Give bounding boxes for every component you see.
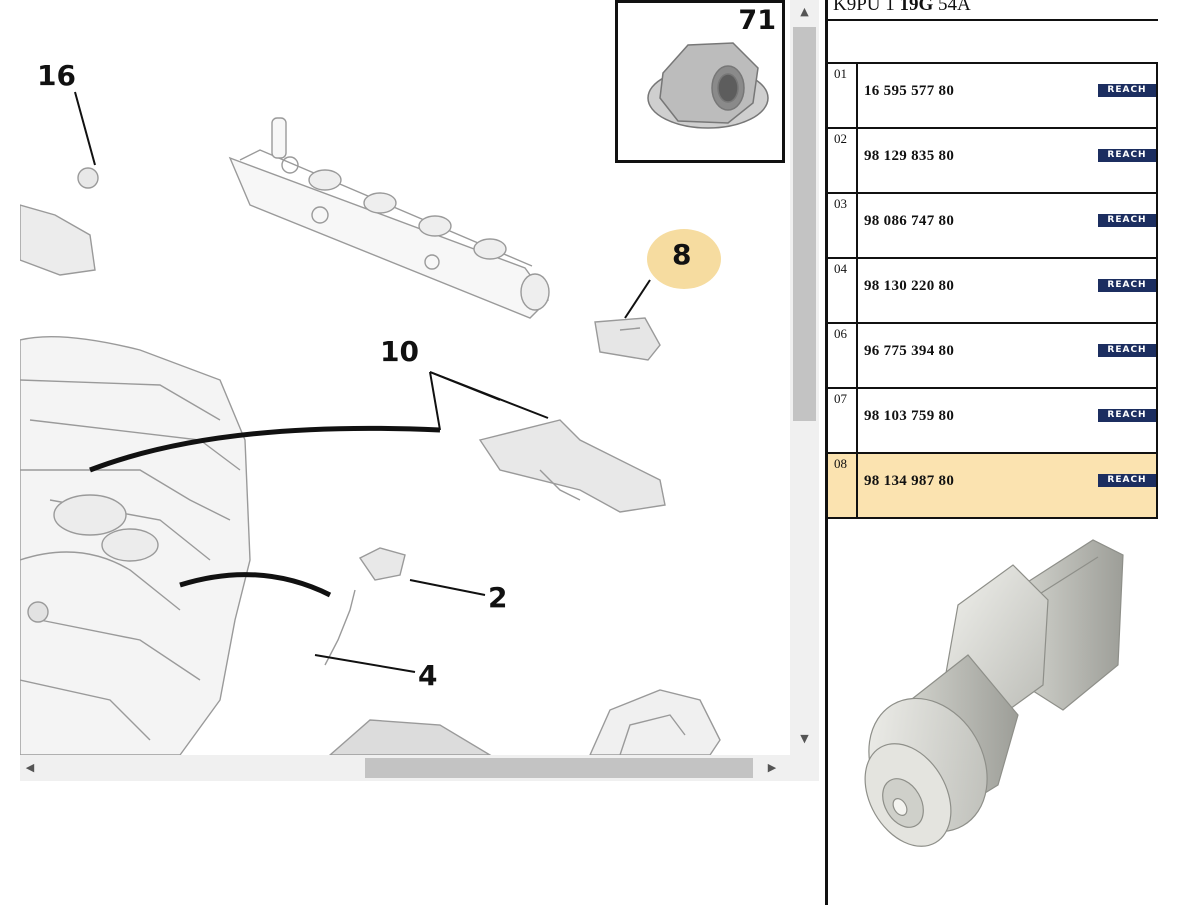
part-number[interactable]: 96 775 394 80: [864, 343, 955, 359]
table-row[interactable]: 07 98 103 759 80 REACH: [828, 389, 1158, 454]
part-number[interactable]: 98 134 987 80: [864, 473, 955, 489]
scroll-right-icon[interactable]: ▶: [767, 761, 777, 774]
row-index: 03: [828, 194, 858, 257]
inset-detail-71[interactable]: 71: [615, 0, 785, 163]
table-row-selected[interactable]: 08 98 134 987 80 REACH: [828, 454, 1158, 519]
engine-code-bold: 19G: [899, 0, 934, 15]
reach-badge[interactable]: REACH: [1098, 344, 1156, 357]
reach-badge[interactable]: REACH: [1098, 84, 1156, 97]
callout-8-highlight: [647, 229, 721, 289]
row-index: 06: [828, 324, 858, 387]
row-index: 02: [828, 129, 858, 192]
engine-code-header: K9PU 1 19G 54A: [833, 0, 971, 16]
reach-badge[interactable]: REACH: [1098, 214, 1156, 227]
reach-badge[interactable]: REACH: [1098, 149, 1156, 162]
engine-code-prefix: K9PU 1: [833, 0, 900, 15]
reach-badge[interactable]: REACH: [1098, 409, 1156, 422]
vertical-scrollbar[interactable]: ▲ ▼: [790, 0, 819, 755]
engine-code-suffix: 54A: [933, 0, 971, 15]
part-number[interactable]: 98 130 220 80: [864, 278, 955, 294]
horizontal-scroll-thumb[interactable]: [365, 758, 753, 778]
callout-71[interactable]: 71: [738, 5, 776, 36]
callout-10[interactable]: 10: [380, 335, 419, 368]
scroll-left-icon[interactable]: ◀: [25, 761, 35, 774]
table-row[interactable]: 04 98 130 220 80 REACH: [828, 259, 1158, 324]
scroll-down-icon[interactable]: ▼: [800, 732, 809, 745]
callout-2[interactable]: 2: [488, 581, 508, 614]
selected-part-image: [864, 539, 1124, 847]
table-top-border: [828, 62, 1158, 64]
panel-divider: [825, 0, 828, 905]
part-number[interactable]: 98 129 835 80: [864, 148, 955, 164]
diagram-viewport[interactable]: 16 8 10 2 4 71: [20, 0, 790, 755]
callout-8[interactable]: 8: [672, 238, 692, 271]
part-number[interactable]: 98 086 747 80: [864, 213, 955, 229]
exploded-parts-diagram: [20, 91, 721, 755]
callout-4[interactable]: 4: [418, 659, 438, 692]
reach-badge[interactable]: REACH: [1098, 474, 1156, 487]
scroll-up-icon[interactable]: ▲: [800, 5, 809, 18]
horizontal-scrollbar[interactable]: ◀ ▶: [20, 755, 790, 781]
table-row[interactable]: 01 16 595 577 80 REACH: [828, 64, 1158, 129]
reach-badge[interactable]: REACH: [1098, 279, 1156, 292]
part-number[interactable]: 98 103 759 80: [864, 408, 955, 424]
scrollbar-corner: [790, 755, 819, 781]
row-index: 01: [828, 64, 858, 127]
part-number[interactable]: 16 595 577 80: [864, 83, 955, 99]
row-index: 07: [828, 389, 858, 452]
row-index: 08: [828, 454, 858, 517]
table-row[interactable]: 02 98 129 835 80 REACH: [828, 129, 1158, 194]
header-rule: [828, 19, 1158, 21]
table-row[interactable]: 03 98 086 747 80 REACH: [828, 194, 1158, 259]
parts-table: 01 16 595 577 80 REACH 02 98 129 835 80 …: [828, 64, 1158, 519]
vertical-scroll-thumb[interactable]: [793, 27, 816, 421]
callout-16[interactable]: 16: [37, 59, 76, 92]
row-index: 04: [828, 259, 858, 322]
table-row[interactable]: 06 96 775 394 80 REACH: [828, 324, 1158, 389]
flange-nut-icon: [647, 42, 769, 129]
table-right-border: [1156, 62, 1158, 517]
